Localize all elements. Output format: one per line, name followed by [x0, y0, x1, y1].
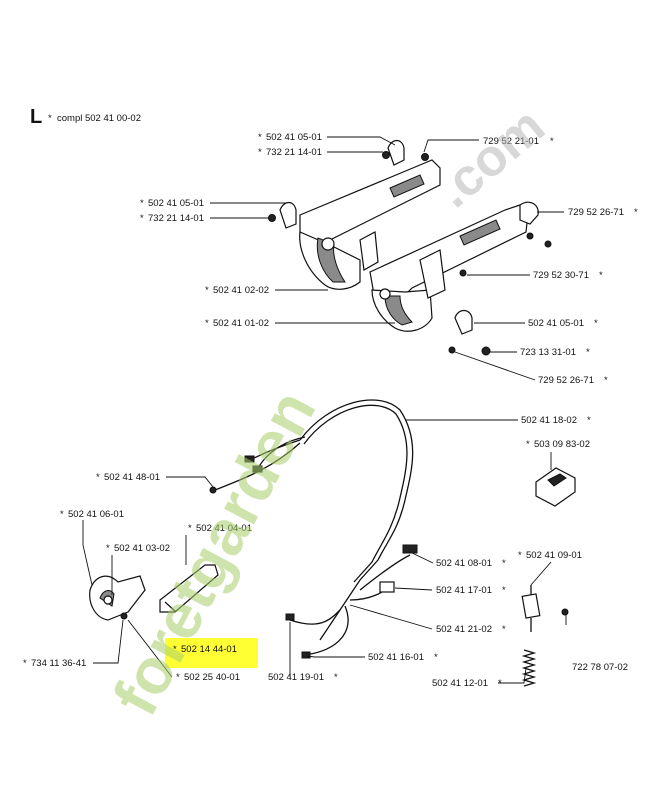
label-l6-star: *: [634, 207, 638, 218]
watermark-domain: .com: [425, 97, 555, 219]
label-l2: 732 21 14-01: [266, 147, 322, 158]
label-l9-star: *: [205, 318, 209, 329]
label-l17: 502 41 04-01: [196, 523, 252, 534]
wiring-harness: [209, 399, 418, 659]
spring-part: [521, 649, 537, 687]
label-l14: 503 09 83-02: [534, 439, 590, 450]
label-l27-star: *: [334, 672, 338, 683]
trigger-assembly: [89, 575, 146, 621]
label-l24: 734 11 36-41: [31, 658, 86, 669]
label-l18-star: *: [106, 543, 110, 554]
label-l19: 502 41 08-01: [436, 558, 492, 569]
label-l3-star: *: [550, 136, 554, 147]
section-letter: L: [30, 106, 42, 128]
label-l17-star: *: [188, 523, 192, 534]
label-l1: 502 41 05-01: [266, 132, 322, 143]
label-l26: 502 41 16-01: [368, 652, 424, 663]
label-l11-star: *: [586, 347, 590, 358]
label-l10: 502 41 05-01: [528, 318, 584, 329]
screw-upper-right: [421, 153, 429, 161]
throttle-lever: [159, 564, 219, 613]
clip-mid-left: [279, 201, 297, 229]
label-l7-star: *: [599, 270, 603, 281]
label-l22-star: *: [502, 624, 506, 635]
label-l15: 502 41 48-01: [104, 472, 160, 483]
label-l21: 502 41 17-01: [436, 585, 492, 596]
label-l27: 502 41 19-01: [268, 672, 324, 683]
label-l13: 502 41 18-02: [521, 415, 577, 426]
label-l2-star: *: [258, 147, 262, 158]
label-l20-star: *: [518, 550, 522, 561]
handle-frame-lower: [369, 204, 529, 332]
label-l29: 502 41 12-01: [432, 678, 488, 689]
part-labels: * 502 41 05-01 * 732 21 14-01 729 52 21-…: [23, 132, 638, 689]
label-l8-star: *: [205, 285, 209, 296]
label-l9: 502 41 01-02: [213, 318, 269, 329]
highlight-box: [165, 638, 258, 668]
label-l19-star: *: [502, 558, 506, 569]
clip-upper-left: [387, 139, 405, 166]
label-l8: 502 41 02-02: [213, 285, 269, 296]
screw-right-b: [544, 240, 552, 248]
label-l23-star: *: [173, 644, 177, 655]
label-l4-star: *: [140, 198, 144, 209]
label-l15-star: *: [96, 472, 100, 483]
label-l13-star: *: [587, 415, 591, 426]
label-l25-star: *: [176, 672, 180, 683]
screw-lower-right: [448, 346, 456, 354]
handle-frame-upper: [299, 159, 441, 290]
switch-part: [535, 467, 576, 507]
label-l16-star: *: [60, 509, 64, 520]
nut-lower: [481, 346, 491, 356]
label-l22: 502 41 21-02: [436, 624, 492, 635]
bracket-part-09: [521, 585, 569, 632]
clip-lower-right: [454, 309, 473, 335]
screw-mid-left: [268, 214, 276, 222]
label-l16: 502 41 06-01: [68, 509, 124, 520]
label-l7: 729 52 30-71: [533, 270, 589, 281]
label-l6: 729 52 26-71: [568, 207, 624, 218]
label-l3: 729 52 21-01: [483, 136, 539, 147]
label-l4: 502 41 05-01: [148, 198, 204, 209]
label-l20: 502 41 09-01: [526, 550, 582, 561]
screw-right-a: [526, 232, 534, 240]
label-l18: 502 41 03-02: [114, 543, 170, 554]
label-l1-star: *: [258, 132, 262, 143]
clip-right: [519, 201, 539, 225]
label-l14-star: *: [526, 439, 530, 450]
section-asterisk: *: [48, 113, 52, 124]
label-l28: 722 78 07-02: [572, 662, 628, 673]
label-l21-star: *: [502, 585, 506, 596]
label-l11: 723 13 31-01: [520, 347, 576, 358]
leader-lines: [82, 136, 567, 684]
label-l5-star: *: [140, 213, 144, 224]
label-l23: 502 14 44-01: [181, 644, 237, 655]
label-l12-star: *: [604, 375, 608, 386]
label-l12: 729 52 26-71: [538, 375, 594, 386]
screw-upper-left: [382, 151, 390, 159]
section-compl-label: compl 502 41 00-02: [57, 113, 141, 124]
screw-lower-mid: [459, 269, 467, 277]
label-l25: 502 25 40-01: [184, 672, 240, 683]
label-l5: 732 21 14-01: [148, 213, 204, 224]
label-l29-star: *: [498, 678, 502, 689]
label-l10-star: *: [594, 318, 598, 329]
label-l24-star: *: [23, 658, 27, 669]
label-l26-star: *: [434, 652, 438, 663]
